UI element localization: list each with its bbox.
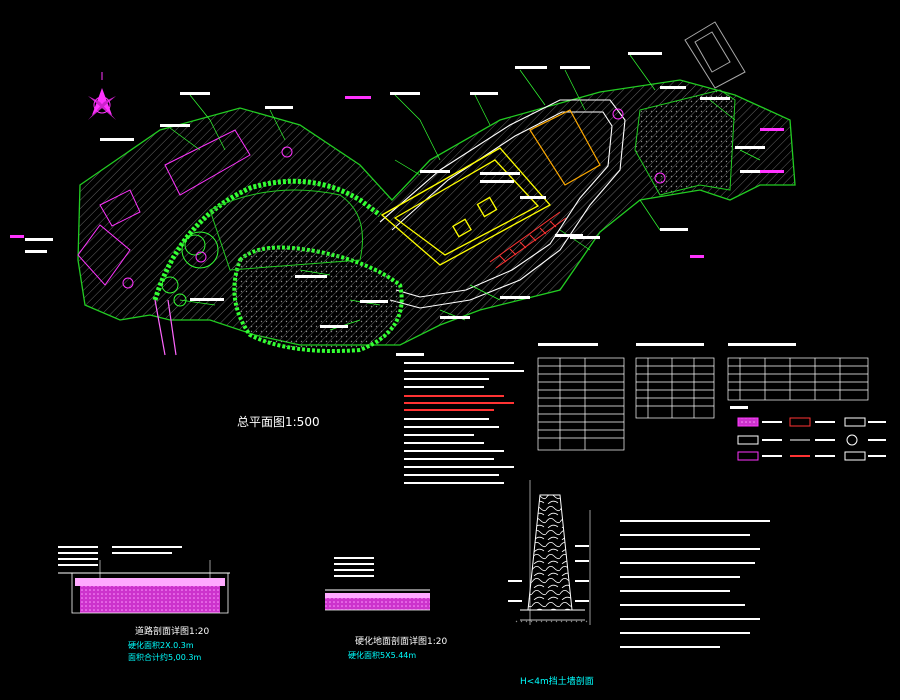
northeast-buildings (684, 21, 746, 89)
road-section-note-2: 面积合计约5,00.3m (128, 652, 201, 662)
legend (730, 406, 886, 461)
main-building (380, 147, 552, 266)
retaining-wall-section: H<4m挡土墙剖面 (508, 480, 594, 687)
main-road (379, 99, 626, 309)
site-plan: 总平面图1:500 (10, 21, 796, 429)
tree-circles (161, 231, 219, 307)
east-zone (634, 89, 736, 196)
paving-section-title: 硬化地面剖面详图1:20 (355, 635, 447, 647)
annex-building (529, 109, 601, 186)
road-section-title: 道路剖面详图1:20 (135, 625, 209, 637)
parking-strip (489, 211, 567, 269)
table-plant-schedule (727, 357, 869, 401)
colored-tags (10, 96, 784, 258)
west-structures (77, 108, 666, 289)
central-hatched-lawn (209, 189, 363, 271)
road-section-detail: 道路剖面详图1:20 硬化面积2X.0.3m 面积合计约5,00.3m (58, 546, 230, 662)
retaining-wall-title: H<4m挡土墙剖面 (520, 675, 594, 687)
site-plan-title: 总平面图1:500 (237, 415, 320, 429)
leader-tags (25, 52, 772, 328)
west-access-road (154, 299, 177, 356)
retaining-wall-notes (620, 520, 770, 648)
paving-section-note-1: 硬化面积5X5.44m (348, 650, 416, 660)
road-section-note-1: 硬化面积2X.0.3m (128, 640, 194, 650)
tree-loop (232, 245, 404, 353)
design-notes (396, 353, 524, 484)
tree-lined-path (152, 178, 382, 301)
north-arrow-icon (88, 72, 116, 120)
paving-section-detail: 硬化地面剖面详图1:20 硬化面积5X5.44m (325, 557, 447, 660)
table-material-schedule (635, 357, 715, 419)
table-economic-indicators (537, 357, 625, 451)
